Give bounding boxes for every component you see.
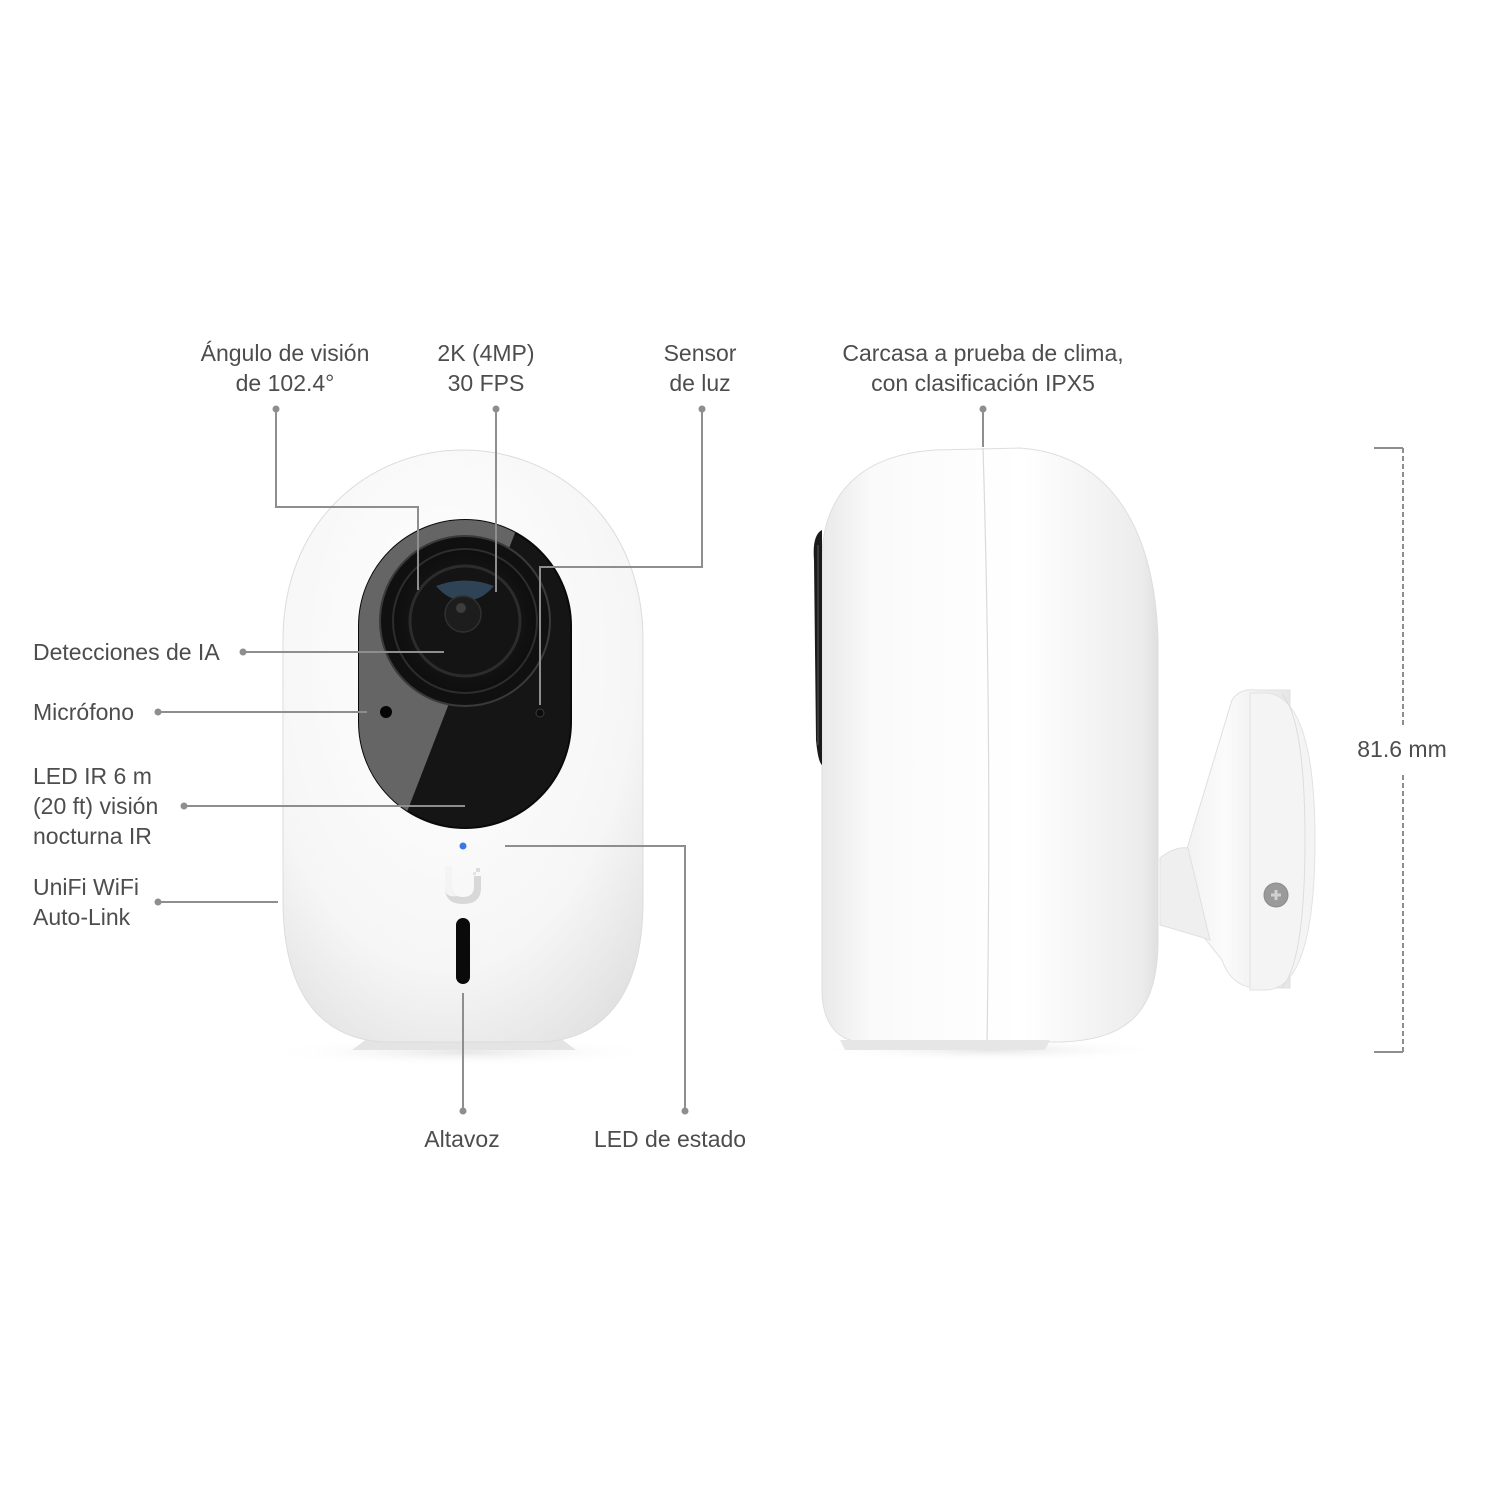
microphone-hole [380,706,392,718]
callout-line: LED IR 6 m [33,763,152,789]
callout-wifi-autolink: UniFi WiFi Auto-Link [33,872,139,932]
callout-resolution: 2K (4MP) 30 FPS [437,338,534,398]
callout-line: Auto-Link [33,904,131,930]
callout-line: Altavoz [424,1126,500,1152]
callout-line: Detecciones de IA [33,639,220,665]
leader-dots [154,405,987,1115]
callout-line: 30 FPS [447,370,525,396]
callout-line: con clasificación IPX5 [871,370,1095,396]
callout-weatherproof-housing: Carcasa a prueba de clima, con clasifica… [842,338,1123,398]
callout-line: Sensor [663,340,737,366]
light-sensor-hole [535,708,545,718]
dimension-value: 81.6 mm [1357,736,1447,762]
callout-line: (20 ft) visión [33,793,159,819]
wall-mount [1159,689,1316,991]
callout-line: de 102.4° [235,370,335,396]
callout-microphone: Micrófono [33,697,134,727]
callout-status-led: LED de estado [594,1124,746,1154]
callout-line: 2K (4MP) [437,340,535,366]
callout-line: Carcasa a prueba de clima, [842,340,1124,366]
side-camera [810,447,1316,1062]
callout-viewing-angle: Ángulo de visión de 102.4° [201,338,370,398]
callout-line: LED de estado [593,1126,747,1152]
callout-ir-led: LED IR 6 m (20 ft) visión nocturna IR [33,761,158,851]
dimension-label: 81.6 mm [1357,734,1446,764]
callout-light-sensor: Sensor de luz [664,338,737,398]
callout-line: de luz [669,370,731,396]
leader-lines [158,409,984,1111]
callout-line: UniFi WiFi [33,874,140,900]
callout-speaker: Altavoz [424,1124,499,1154]
mount-screw-icon [1263,882,1289,908]
front-camera [263,449,663,1066]
status-led-dot [459,842,467,850]
callout-line: Micrófono [33,699,134,725]
callout-line: Ángulo de visión [200,340,370,366]
speaker-slot [456,918,470,984]
callout-ai-detections: Detecciones de IA [33,637,220,667]
ubiquiti-logo-icon [445,866,481,904]
callout-line: nocturna IR [33,823,152,849]
